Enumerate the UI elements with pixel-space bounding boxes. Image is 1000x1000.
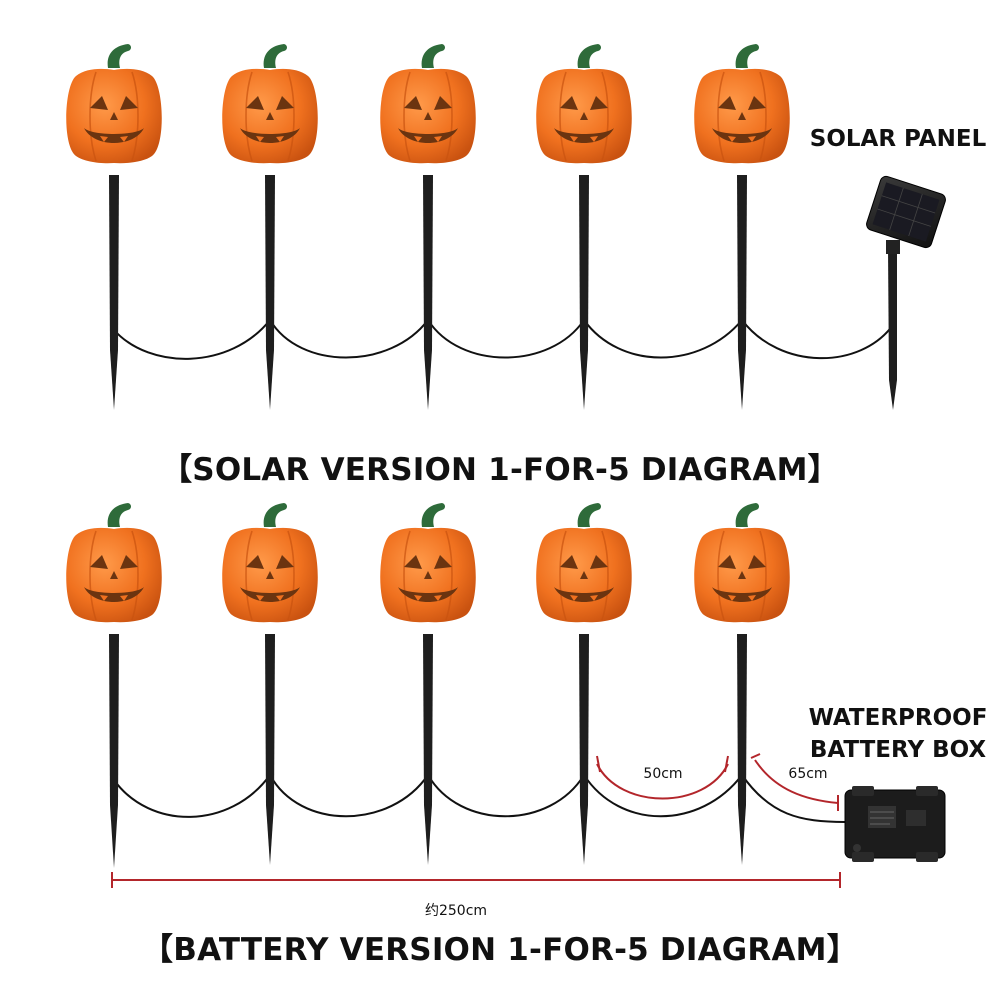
solar-panel-label: SOLAR PANEL bbox=[810, 126, 987, 152]
solar-diagram-title: 【SOLAR VERSION 1-FOR-5 DIAGRAM】 bbox=[161, 452, 839, 488]
solar-diagram: SOLAR PANEL 【SOLAR VERSION 1-FOR-5 DIAGR… bbox=[65, 43, 987, 488]
battery-diagram: WATERPROOF BATTERY BOX 50cm 65cm 约250cm … bbox=[65, 502, 988, 968]
solar-stake-2 bbox=[221, 43, 319, 410]
solar-wire bbox=[113, 318, 894, 360]
pumpkin-3 bbox=[379, 43, 477, 165]
solar-stake-5 bbox=[693, 43, 791, 410]
pumpkin-4 bbox=[535, 43, 633, 165]
battery-stake-5 bbox=[693, 502, 791, 865]
solar-stake-1 bbox=[65, 43, 163, 410]
pumpkin-7 bbox=[221, 502, 319, 624]
pumpkin-2 bbox=[221, 43, 319, 165]
lead-measure bbox=[750, 753, 839, 811]
total-length-label: 约250cm bbox=[425, 903, 487, 919]
pumpkin-6 bbox=[65, 502, 163, 624]
pumpkin-1 bbox=[65, 43, 163, 165]
pumpkin-9 bbox=[535, 502, 633, 624]
pumpkin-8 bbox=[379, 502, 477, 624]
battery-diagram-title: 【BATTERY VERSION 1-FOR-5 DIAGRAM】 bbox=[142, 932, 858, 968]
battery-box-icon bbox=[844, 786, 946, 862]
spacing-label: 50cm bbox=[643, 766, 682, 782]
solar-stake-4 bbox=[535, 43, 633, 410]
battery-stake-2 bbox=[221, 502, 319, 865]
lead-label: 65cm bbox=[788, 766, 827, 782]
total-measure bbox=[111, 872, 841, 888]
battery-stake-4 bbox=[535, 502, 633, 865]
battery-box-label-line1: WATERPROOF bbox=[809, 705, 988, 731]
pumpkin-5 bbox=[693, 43, 791, 165]
battery-box-label-line2: BATTERY BOX bbox=[810, 737, 987, 763]
solar-stake-3 bbox=[379, 43, 477, 410]
spacing-measure bbox=[596, 755, 729, 800]
battery-wire bbox=[113, 773, 846, 823]
battery-stake-1 bbox=[65, 502, 163, 868]
battery-stake-3 bbox=[379, 502, 477, 865]
pumpkin-10 bbox=[693, 502, 791, 624]
solar-panel-icon bbox=[866, 175, 946, 410]
